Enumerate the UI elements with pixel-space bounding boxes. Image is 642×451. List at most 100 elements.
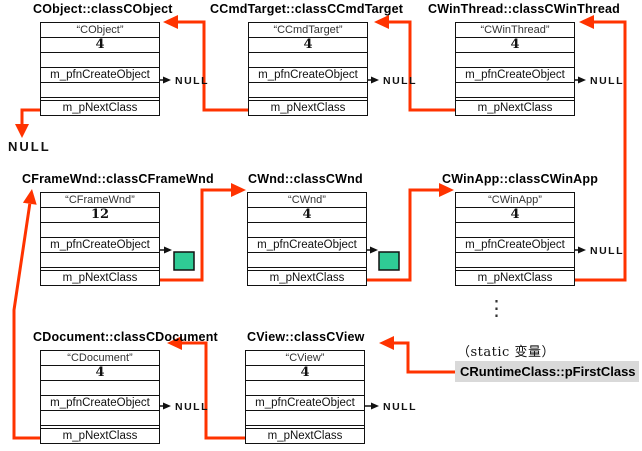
node-title: CWnd::classCWnd (248, 172, 363, 186)
next-label-cell: m_pNextClass (456, 97, 574, 115)
node-cwinapp: CWinApp::classCWinApp “CWinApp” 4 m_pfnC… (442, 172, 598, 286)
node-cdocument: CDocument::classCDocument “CDocument” 4 … (33, 330, 218, 444)
node-cview: CView::classCView “CView” 4 m_pfnCreateO… (245, 330, 365, 444)
null-label-list-end: NULL (8, 139, 51, 154)
next-pointer-arrowheads (15, 15, 594, 350)
create-label-cell: m_pfnCreateObject (456, 237, 574, 252)
next-pointer-lines (12, 20, 627, 440)
class-name-cell: “CView” (285, 352, 325, 364)
createobject-arrowhead (578, 246, 586, 254)
next-label-cell: m_pNextClass (41, 97, 159, 115)
node-title: CWinApp::classCWinApp (442, 172, 599, 186)
create-label-cell: m_pfnCreateObject (41, 237, 159, 252)
next-label-cell: m_pNextClass (456, 267, 574, 285)
node-title: CWinThread::classCWinThread (428, 2, 621, 16)
arrowhead-into-cwnd (231, 183, 246, 197)
empty-cell (249, 52, 367, 67)
created-object-box (378, 251, 400, 271)
arrowhead-into-cwinapp (439, 183, 454, 197)
empty-cell (456, 252, 574, 267)
next-arrow-cframewnd-to-cwnd (160, 188, 231, 282)
createobject-arrowhead (164, 246, 172, 254)
next-arrow-cobject-to-null (20, 108, 40, 124)
createobject-arrowhead (578, 76, 586, 84)
next-arrow-ccmdtarget-to-cobject (177, 20, 248, 112)
empty-cell (41, 52, 159, 67)
empty-cell (41, 410, 159, 425)
empty-cell (456, 82, 574, 97)
arrowhead-into-ccmdtarget (374, 15, 389, 29)
schema-cell: 4 (249, 37, 367, 52)
create-label-cell: m_pfnCreateObject (41, 67, 159, 82)
created-object-box (173, 251, 195, 271)
class-name-cell: “CWinThread” (480, 24, 550, 36)
empty-cell (41, 222, 159, 237)
pfirstclass-label: CRuntimeClass::pFirstClass (455, 361, 639, 382)
node-box: “CView” 4 m_pfnCreateObject m_pNextClass (245, 350, 365, 444)
arrowhead-into-cwinthread (579, 15, 594, 29)
null-label: NULL (175, 75, 209, 87)
node-box: “CWinThread” 4 m_pfnCreateObject m_pNext… (455, 22, 575, 116)
arrowhead-into-null (15, 124, 29, 138)
node-box: “CDocument” 4 m_pfnCreateObject m_pNextC… (40, 350, 160, 444)
null-label: NULL (590, 245, 624, 257)
null-label: NULL (383, 401, 417, 413)
node-title: CCmdTarget::classCCmdTarget (210, 2, 404, 16)
empty-cell (456, 52, 574, 67)
createobject-arrowhead (163, 76, 171, 84)
node-title: CView::classCView (247, 330, 365, 344)
createobject-arrowhead (371, 76, 379, 84)
node-cwinthread: CWinThread::classCWinThread “CWinThread”… (428, 2, 620, 116)
schema-cell: 4 (41, 365, 159, 380)
node-cobject: CObject::classCObject “CObject” 4 m_pfnC… (33, 2, 172, 116)
arrowhead-into-cdocument (167, 336, 182, 350)
create-object-arrowheads (163, 76, 586, 410)
createobject-arrowhead (163, 402, 171, 410)
arrowhead-into-cframewnd (22, 189, 37, 205)
node-box: “CFrameWnd” 12 m_pfnCreateObject m_pNext… (40, 192, 160, 286)
next-arrow-cwinapp-to-cwinthread (575, 20, 627, 282)
next-label-cell: m_pNextClass (248, 267, 366, 285)
empty-cell (246, 380, 364, 395)
node-cframewnd: CFrameWnd::classCFrameWnd “CFrameWnd” 12… (22, 172, 214, 286)
schema-cell: 4 (456, 37, 574, 52)
next-label-cell: m_pNextClass (249, 97, 367, 115)
schema-cell: 4 (246, 365, 364, 380)
vertical-ellipsis: ⋮ (486, 297, 507, 320)
schema-cell: 12 (41, 207, 159, 222)
class-name-cell: “CFrameWnd” (65, 194, 135, 206)
node-title: CObject::classCObject (33, 2, 173, 16)
next-label-cell: m_pNextClass (246, 425, 364, 443)
class-name-cell: “CObject” (76, 24, 124, 36)
createobject-arrowhead (370, 246, 378, 254)
null-label: NULL (590, 75, 624, 87)
empty-cell (456, 222, 574, 237)
class-name-cell: “CCmdTarget” (273, 24, 343, 36)
empty-cell (41, 82, 159, 97)
node-cwnd: CWnd::classCWnd “CWnd” 4 m_pfnCreateObje… (247, 172, 367, 286)
next-label-cell: m_pNextClass (41, 267, 159, 285)
next-arrow-cview-to-cdocument (181, 341, 245, 440)
next-arrow-cwnd-to-cwinapp (367, 188, 439, 282)
class-name-cell: “CWinApp” (488, 194, 542, 206)
static-variable-note: （static 变量） (457, 345, 555, 360)
next-label-cell: m_pNextClass (41, 425, 159, 443)
empty-cell (41, 252, 159, 267)
node-ccmdtarget: CCmdTarget::classCCmdTarget “CCmdTarget”… (210, 2, 403, 116)
arrowhead-into-cview (379, 336, 394, 350)
node-box: “CWnd” 4 m_pfnCreateObject m_pNextClass (247, 192, 367, 286)
node-box: “CObject” 4 m_pfnCreateObject m_pNextCla… (40, 22, 160, 116)
empty-cell (248, 252, 366, 267)
null-label: NULL (175, 401, 209, 413)
create-label-cell: m_pfnCreateObject (41, 395, 159, 410)
class-name-cell: “CWnd” (288, 194, 326, 206)
empty-cell (246, 410, 364, 425)
empty-cell (248, 222, 366, 237)
class-name-cell: “CDocument” (67, 352, 133, 364)
arrowhead-into-cobject (163, 15, 178, 29)
create-label-cell: m_pfnCreateObject (246, 395, 364, 410)
null-label: NULL (383, 75, 417, 87)
create-label-cell: m_pfnCreateObject (248, 237, 366, 252)
